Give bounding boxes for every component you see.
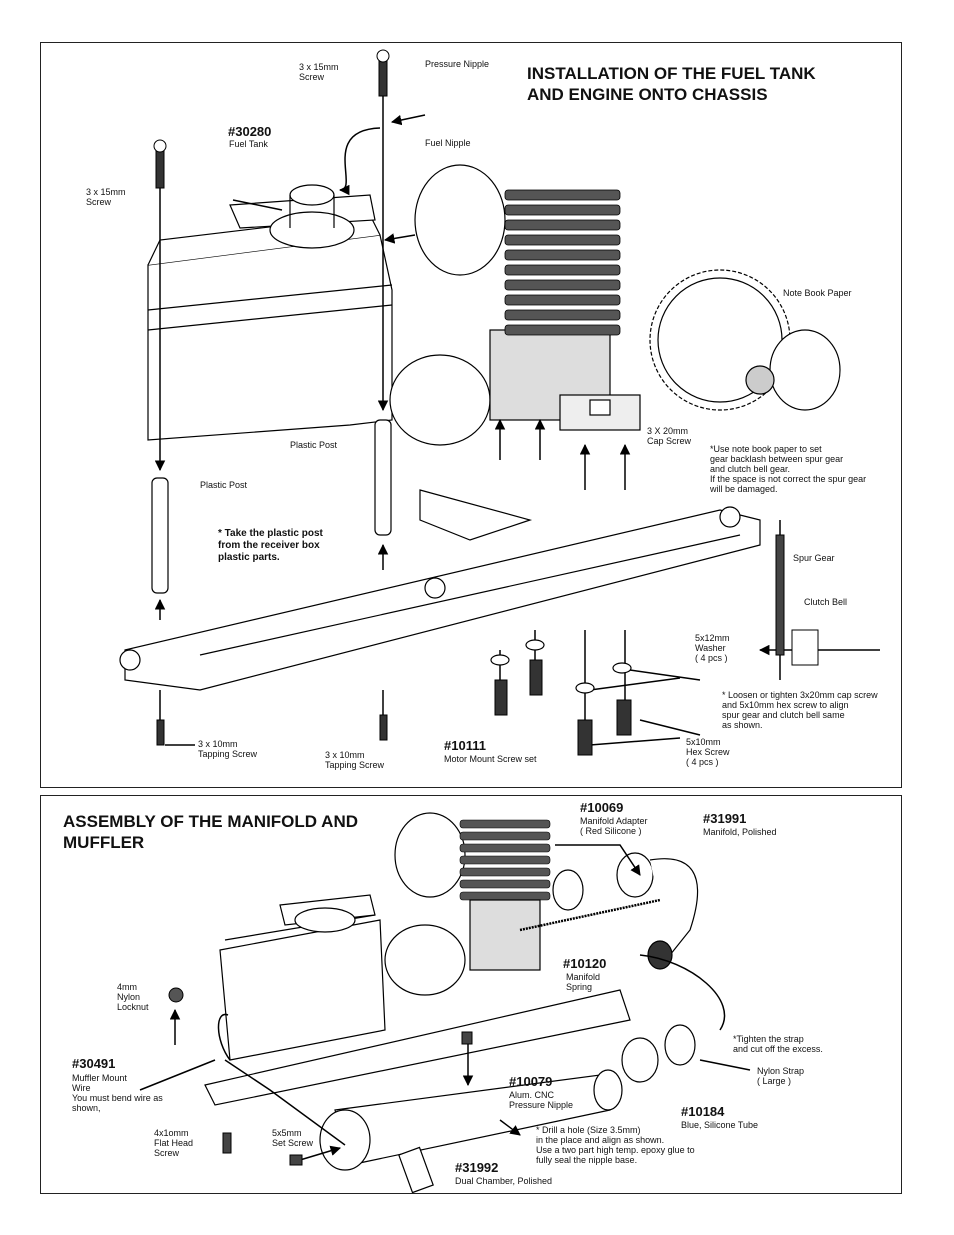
note-tighten-strap: *Tighten the strap and cut off the exces… (733, 1034, 823, 1054)
label-motor-mount: Motor Mount Screw set (444, 754, 537, 764)
label-set-screw: 5x5mm Set Screw (272, 1128, 314, 1148)
label-cap-screw: 3 X 20mm Cap Screw (647, 426, 692, 446)
clutch-bell-box (791, 629, 819, 666)
part-number-motor-mount: #10111 (444, 738, 486, 753)
arrows (154, 60, 880, 746)
label-hex-screw: 5x10mm Hex Screw ( 4 pcs ) (686, 737, 730, 767)
flat-head-screw-drawing (222, 1132, 232, 1154)
label-manifold-adapter: Manifold Adapter ( Red Silicone ) (580, 816, 648, 836)
label-clutch-bell: Clutch Bell (804, 597, 848, 607)
section-title-fuel-tank: INSTALLATION OF THE FUEL TANK AND ENGINE… (527, 64, 816, 104)
note-plastic-post: * Take the plastic post from the receive… (218, 528, 323, 563)
label-silicone-tube: Blue, Silicone Tube (681, 1120, 759, 1130)
label-nylon-strap: Nylon Strap ( Large ) (757, 1066, 805, 1086)
label-top-screw: 3 x 15mm Screw (299, 62, 339, 82)
label-muffler-wire: Muffler Mount Wire You must bend wire as… (72, 1073, 163, 1113)
note-drill-hole: * Drill a hole (Size 3.5mm) in the place… (536, 1125, 695, 1165)
locknut-drawing (168, 987, 184, 1003)
label-left-screw: 3 x 15mm Screw (86, 187, 126, 207)
note-align-gears: * Loosen or tighten 3x20mm cap screw and… (722, 690, 878, 730)
label-plastic-post-right: Plastic Post (290, 440, 338, 450)
fuel-tank-drawing (147, 184, 393, 441)
part-number-manifold-adapter: #10069 (580, 800, 624, 815)
chassis-drawing (119, 489, 761, 691)
pressure-nipple-drawing (461, 1031, 473, 1045)
label-fuel-nipple: Fuel Nipple (425, 138, 471, 148)
part-number-fuel-tank: #30280 (228, 124, 272, 139)
label-nylon-locknut: 4mm Nylon Locknut (117, 982, 149, 1012)
label-tapping-screw-mid: 3 x 10mm Tapping Screw (325, 750, 385, 770)
screws (153, 49, 785, 756)
label-manifold: Manifold, Polished (703, 827, 777, 837)
label-fuel-tank: Fuel Tank (229, 139, 268, 149)
label-plastic-post-left: Plastic Post (200, 480, 248, 490)
label-spur-gear: Spur Gear (793, 553, 835, 563)
part-number-muffler: #31992 (455, 1160, 499, 1175)
washers (490, 639, 632, 694)
label-flat-head-screw: 4x1omm Flat Head Screw (154, 1128, 194, 1158)
label-washer: 5x12mm Washer ( 4 pcs ) (695, 633, 730, 663)
label-pressure-nipple: Alum. CNC Pressure Nipple (509, 1090, 574, 1110)
plastic-posts-drawing (151, 419, 392, 594)
note-gear-backlash: *Use note book paper to set gear backlas… (710, 444, 867, 494)
engine-drawing (389, 164, 641, 446)
part-number-muffler-wire: #30491 (72, 1056, 116, 1071)
label-manifold-spring: Manifold Spring (566, 972, 601, 992)
spur-gear-drawing (649, 269, 841, 411)
part-number-pressure-nipple: #10079 (509, 1074, 553, 1089)
label-pressure-nipple: Pressure Nipple (425, 59, 490, 69)
label-note-book-paper: Note Book Paper (783, 288, 852, 298)
set-screw-drawing (289, 1154, 303, 1166)
part-number-silicone-tube: #10184 (681, 1104, 725, 1119)
part-number-manifold-spring: #10120 (563, 956, 607, 971)
section-title-manifold: ASSEMBLY OF THE MANIFOLD AND MUFFLER (63, 812, 358, 852)
label-tapping-screw-left: 3 x 10mm Tapping Screw (198, 739, 258, 759)
manifold-muffler-panel (40, 795, 902, 1194)
label-muffler: Dual Chamber, Polished (455, 1176, 553, 1186)
bottom-arrows (139, 844, 751, 1161)
part-number-manifold: #31991 (703, 811, 747, 826)
